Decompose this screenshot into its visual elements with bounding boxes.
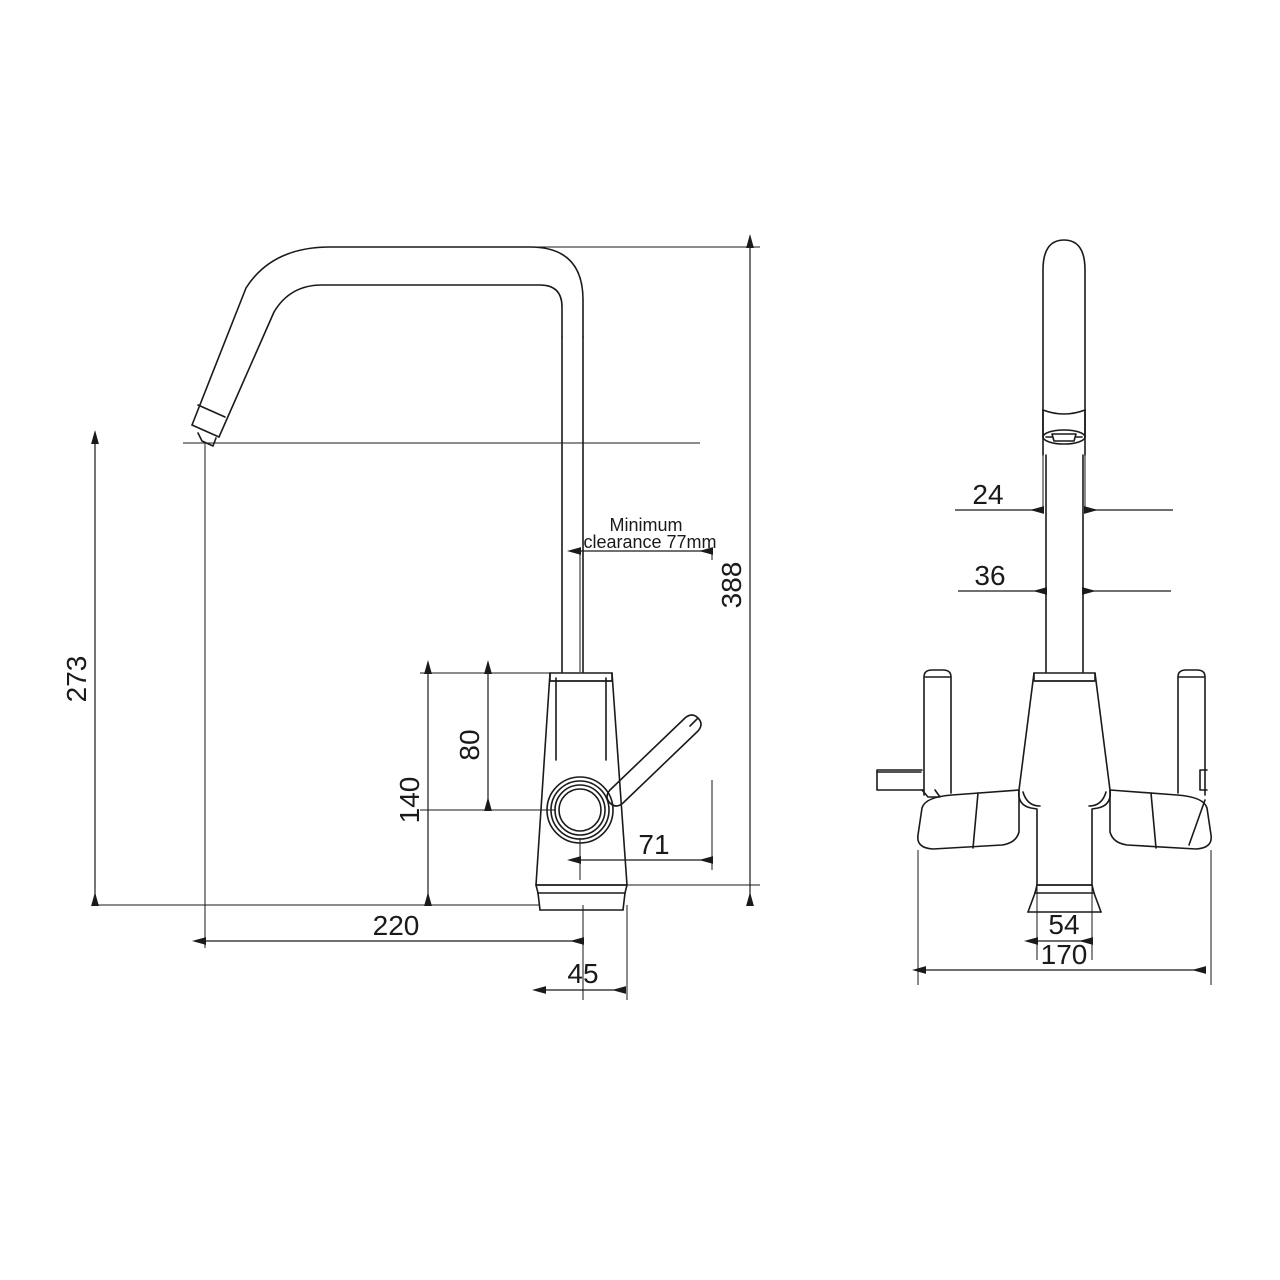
- dimension-label-220: 220: [373, 910, 420, 941]
- dimension-label-71: 71: [638, 829, 669, 860]
- dimension-label-45: 45: [567, 958, 598, 989]
- front-view-right-handle: [1109, 669, 1213, 850]
- front-view-stem: [1045, 454, 1084, 673]
- side-view-lever-handle: [606, 714, 702, 807]
- dimension-label-clearance-line1: Minimum: [609, 515, 682, 535]
- side-view-spout-outline: [191, 246, 584, 447]
- side-view-body: [535, 672, 628, 911]
- dimension-label-36: 36: [974, 560, 1005, 591]
- side-view-valve-rings: [546, 776, 614, 844]
- side-view-stem: [561, 336, 584, 673]
- front-view-body: [1017, 672, 1112, 913]
- dimension-label-80: 80: [454, 729, 485, 760]
- dimension-label-140: 140: [394, 777, 425, 824]
- dimension-label-clearance-line2: clearance 77mm: [583, 532, 716, 552]
- dimension-label-388: 388: [716, 562, 747, 609]
- dimension-label-24: 24: [972, 479, 1003, 510]
- front-view-spout-tube: [1042, 239, 1086, 456]
- dimension-label-54: 54: [1048, 909, 1079, 940]
- dimension-label-170: 170: [1041, 939, 1088, 970]
- front-view-left-handle: [876, 669, 1020, 850]
- dimension-label-273: 273: [61, 656, 92, 703]
